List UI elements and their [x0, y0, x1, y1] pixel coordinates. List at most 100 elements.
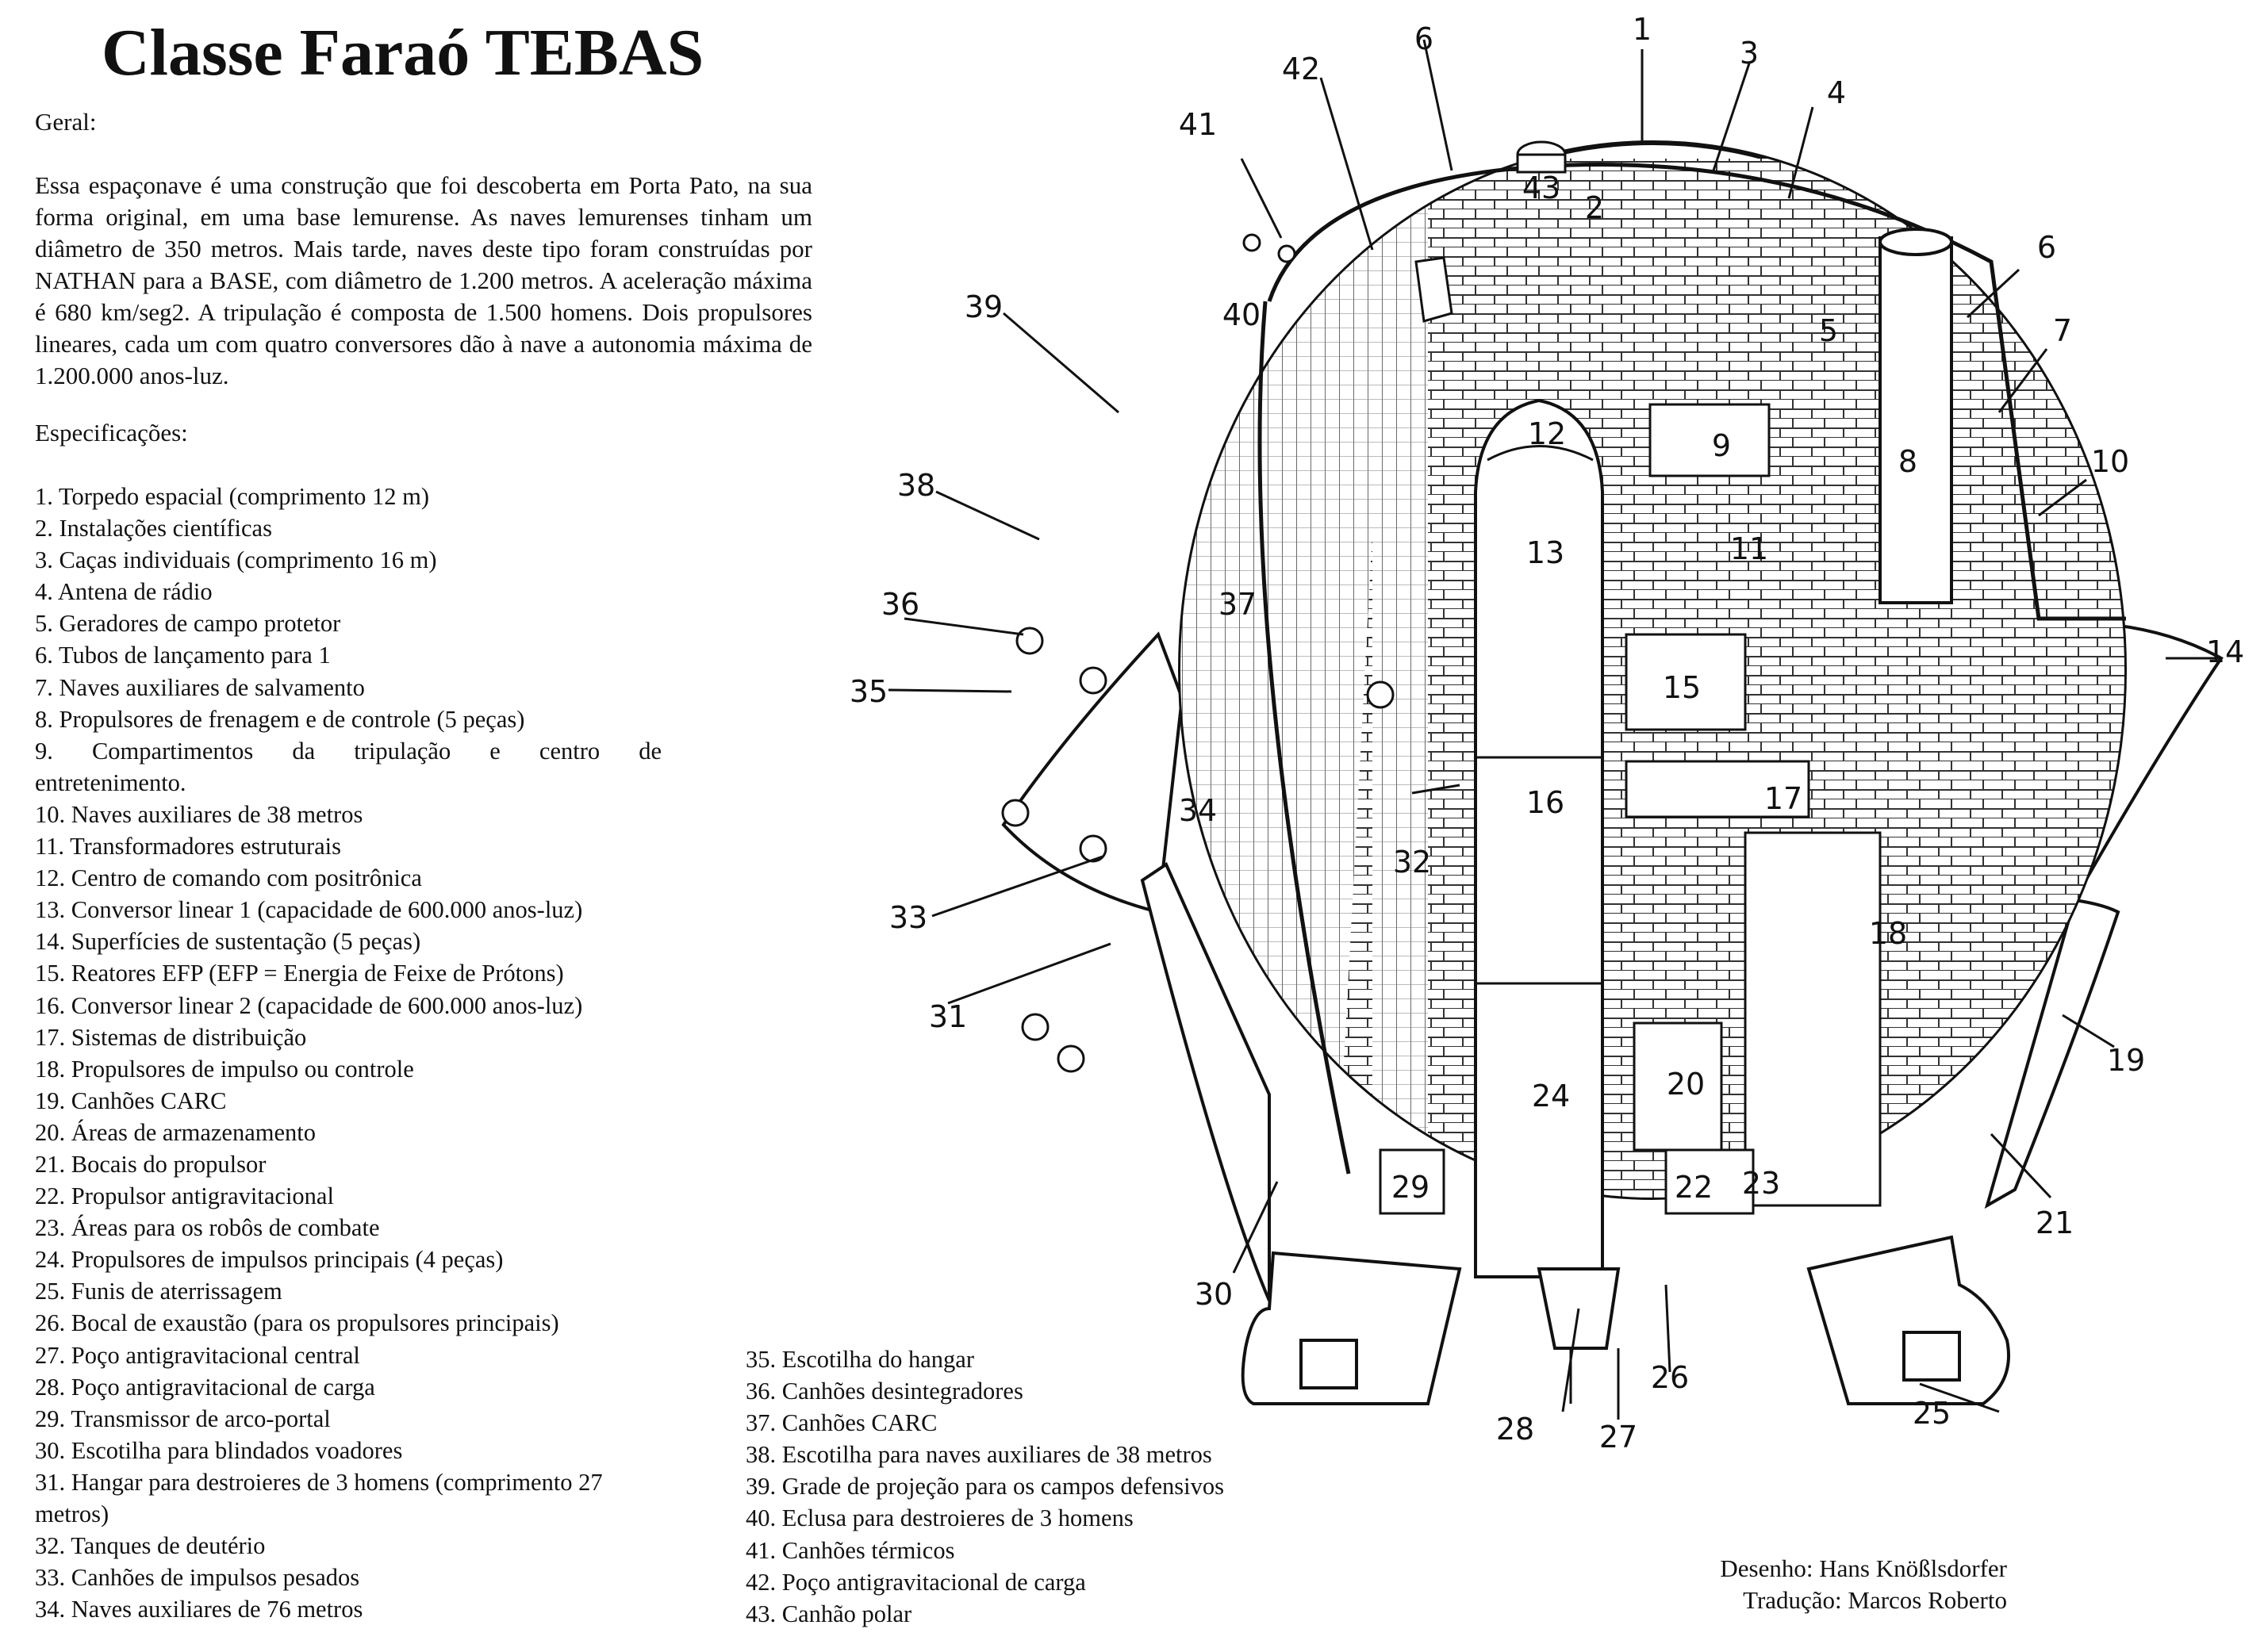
- callout-31: 31: [929, 999, 967, 1034]
- spec-item: 29. Transmissor de arco-portal: [35, 1405, 331, 1432]
- landing-funnels: [1241, 1235, 2010, 1405]
- callout-12: 12: [1528, 416, 1566, 451]
- spec-item: 23. Áreas para os robôs de combate: [35, 1214, 380, 1242]
- spec-item: 22. Propulsor antigravitacional: [35, 1182, 334, 1210]
- spec-item: 15. Reatores EFP (EFP = Energia de Feixe…: [35, 960, 564, 987]
- spec-item: 14. Superfícies de sustentação (5 peças): [35, 928, 421, 956]
- callout-25: 25: [1913, 1396, 1951, 1431]
- callout-23: 23: [1742, 1166, 1780, 1201]
- spec-item: 42. Poço antigravitacional de carga: [746, 1568, 1086, 1596]
- spec-item: 32. Tanques de deutério: [35, 1532, 266, 1560]
- callout-3: 3: [1740, 36, 1759, 71]
- callout-10: 10: [2091, 444, 2129, 479]
- callout-numbers: 1 2 3 4 5 6 6 7 8 9 10 11 12 13 14 15 16…: [850, 12, 2244, 1454]
- callout-34: 34: [1179, 793, 1217, 828]
- spec-item: 9. Compartimentos da tripulação e centro…: [35, 737, 662, 765]
- general-heading: Geral:: [35, 108, 97, 136]
- callout-5: 5: [1819, 313, 1838, 348]
- callout-36: 36: [881, 587, 919, 622]
- callout-22: 22: [1675, 1170, 1713, 1205]
- spec-item: 43. Canhão polar: [746, 1600, 912, 1627]
- spec-item: 34. Naves auxiliares de 76 metros: [35, 1596, 363, 1623]
- spec-item: 31. Hangar para destroieres de 3 homens …: [35, 1468, 603, 1496]
- spec-item: 1. Torpedo espacial (comprimento 12 m): [35, 483, 430, 510]
- ship-cutaway-diagram: 1 2 3 4 5 6 6 7 8 9 10 11 12 13 14 15 16…: [825, 0, 2268, 1648]
- callout-19: 19: [2107, 1043, 2145, 1078]
- spec-item: 10. Naves auxiliares de 38 metros: [35, 800, 363, 828]
- spec-item: 7. Naves auxiliares de salvamento: [35, 673, 365, 701]
- callout-39: 39: [965, 289, 1003, 324]
- spec-item: 16. Conversor linear 2 (capacidade de 60…: [35, 991, 583, 1019]
- callout-42: 42: [1282, 52, 1320, 86]
- spec-item: 28. Poço antigravitacional de carga: [35, 1373, 375, 1401]
- callout-38: 38: [897, 468, 935, 503]
- spec-item: 25. Funis de aterrissagem: [35, 1278, 282, 1305]
- callout-24: 24: [1532, 1079, 1570, 1113]
- callout-9: 9: [1712, 428, 1731, 463]
- spec-item: 40. Eclusa para destroieres de 3 homens: [746, 1504, 1134, 1532]
- spec-item: 38. Escotilha para naves auxiliares de 3…: [746, 1441, 1212, 1469]
- callout-26: 26: [1651, 1360, 1689, 1395]
- spec-item: 36. Canhões desintegradores: [746, 1378, 1023, 1405]
- spec-item: 26. Bocal de exaustão (para os propulsor…: [35, 1309, 559, 1337]
- callout-28: 28: [1496, 1412, 1534, 1447]
- specifications-heading: Especificações:: [35, 419, 188, 446]
- callout-1: 1: [1633, 12, 1652, 47]
- callout-16: 16: [1526, 785, 1564, 820]
- callout-33: 33: [889, 900, 927, 935]
- spec-item: 6. Tubos de lançamento para 1: [35, 642, 331, 669]
- spec-item: 35. Escotilha do hangar: [746, 1346, 974, 1373]
- spec-item: 5. Geradores de campo protetor: [35, 610, 341, 638]
- central-converter-column: [1474, 398, 1604, 1278]
- callout-8: 8: [1898, 444, 1917, 479]
- intro-paragraph: Essa espaçonave é uma construção que foi…: [35, 171, 812, 389]
- spec-item: 18. Propulsores de impulso ou controle: [35, 1055, 414, 1083]
- spec-item: 20. Áreas de armazenamento: [35, 1118, 316, 1146]
- spec-item: 17. Sistemas de distribuição: [35, 1023, 307, 1051]
- spec-item: 39. Grade de projeção para os campos def…: [746, 1473, 1225, 1500]
- spec-item: 24. Propulsores de impulsos principais (…: [35, 1246, 504, 1274]
- callout-14: 14: [2206, 634, 2244, 669]
- callout-leader-lines: [888, 39, 2221, 1413]
- spec-item-continuation: metros): [35, 1500, 109, 1527]
- callout-32: 32: [1393, 845, 1431, 880]
- specifications-list-continued: 35. Escotilha do hangar 36. Canhões desi…: [746, 1343, 1317, 1630]
- spec-item: 33. Canhões de impulsos pesados: [35, 1564, 360, 1592]
- braking-thrusters: [1878, 236, 1953, 604]
- spec-item: 11. Transformadores estruturais: [35, 833, 342, 860]
- page-title: Classe Faraó TEBAS: [102, 16, 704, 90]
- spec-item: 13. Conversor linear 1 (capacidade de 60…: [35, 896, 583, 924]
- spec-item: 21. Bocais do propulsor: [35, 1150, 267, 1178]
- callout-6-right: 6: [2037, 230, 2056, 265]
- spec-item: 2. Instalações científicas: [35, 515, 272, 542]
- callout-11: 11: [1730, 531, 1768, 566]
- callout-27: 27: [1599, 1420, 1637, 1454]
- spec-item: 37. Canhões CARC: [746, 1409, 938, 1437]
- spec-item: 3. Caças individuais (comprimento 16 m): [35, 546, 437, 574]
- callout-17: 17: [1764, 781, 1802, 816]
- drawing-credit: Desenho: Hans Knößlsdorfer: [1720, 1554, 2007, 1582]
- spec-item: 30. Escotilha para blindados voadores: [35, 1436, 403, 1464]
- callout-30: 30: [1195, 1277, 1233, 1312]
- spec-item: 27. Poço antigravitacional central: [35, 1341, 360, 1369]
- callout-15: 15: [1663, 670, 1701, 705]
- callout-43: 43: [1522, 171, 1560, 205]
- spec-item: 19. Canhões CARC: [35, 1087, 227, 1114]
- callout-18: 18: [1869, 916, 1907, 951]
- callout-20: 20: [1667, 1067, 1705, 1102]
- callout-21: 21: [2036, 1205, 2074, 1240]
- callout-35: 35: [850, 674, 888, 709]
- spec-item: 4. Antena de rádio: [35, 578, 213, 606]
- callout-2: 2: [1585, 190, 1604, 225]
- callout-41: 41: [1179, 107, 1217, 142]
- callout-29: 29: [1391, 1170, 1429, 1205]
- callout-6-top: 6: [1414, 21, 1433, 56]
- compartments: [1379, 403, 1882, 1215]
- callout-37: 37: [1218, 587, 1257, 622]
- callout-4: 4: [1827, 75, 1846, 110]
- callout-7: 7: [2053, 313, 2072, 348]
- callout-13: 13: [1526, 535, 1564, 570]
- spec-item: 41. Canhões térmicos: [746, 1536, 955, 1564]
- callout-40: 40: [1222, 297, 1261, 332]
- spec-item-continuation: entretenimento.: [35, 768, 186, 796]
